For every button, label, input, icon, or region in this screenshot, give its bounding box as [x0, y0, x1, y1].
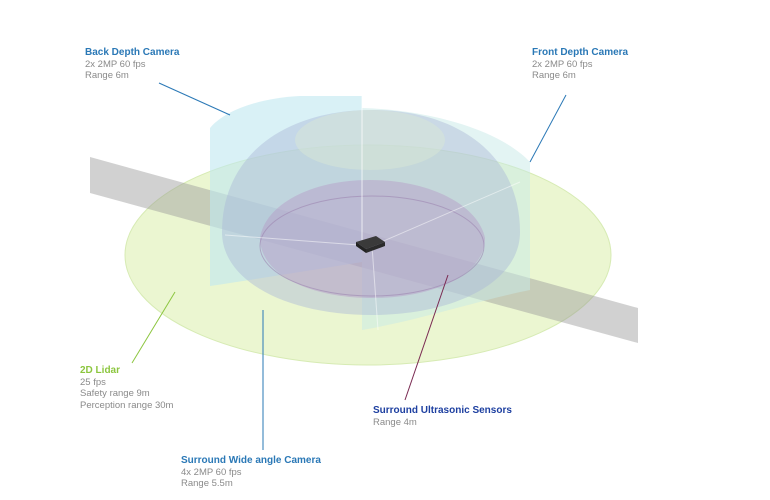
lidar-label: 2D Lidar 25 fps Safety range 9m Percepti…	[80, 365, 173, 411]
wide-angle-camera-title: Surround Wide angle Camera	[181, 455, 321, 466]
divider-plane-right	[371, 181, 521, 247]
ultrasonic-range: Range 4m	[373, 416, 417, 428]
robot-body-side	[356, 242, 366, 253]
dome-top-cap	[295, 110, 445, 170]
lidar-safety-range: Safety range 9m	[80, 388, 150, 399]
wide-angle-camera-label: Surround Wide angle Camera 4x 2MP 60 fps…	[181, 455, 321, 490]
ultrasonic-base-ring	[259, 195, 485, 297]
front-depth-camera-range: Range 6m	[532, 70, 576, 81]
back-depth-leader	[158, 82, 231, 116]
front-depth-leader	[529, 94, 567, 163]
wide-angle-camera-dome	[222, 110, 520, 315]
lidar-title: 2D Lidar	[80, 365, 121, 376]
wide-angle-camera-range: Range 5.5m	[181, 478, 233, 489]
lidar-leader	[131, 291, 176, 364]
back-depth-camera-spec: 2x 2MP 60 fps	[85, 58, 146, 70]
front-depth-camera-title: Front Depth Camera	[532, 47, 629, 58]
ultrasonic-title: Surround Ultrasonic Sensors	[373, 405, 512, 416]
wide-angle-camera-spec: 4x 2MP 60 fps	[181, 466, 242, 478]
front-depth-camera-label: Front Depth Camera 2x 2MP 60 fps Range 6…	[532, 47, 628, 82]
ultrasonic-label: Surround Ultrasonic Sensors Range 4m	[373, 405, 512, 428]
divider-plane-front	[371, 245, 379, 331]
divider-plane-left	[224, 234, 373, 247]
ultrasonic-leader	[404, 274, 449, 401]
robot-body-front	[366, 242, 385, 253]
robot-body	[356, 236, 385, 249]
back-depth-camera-title: Back Depth Camera	[85, 47, 180, 58]
front-depth-camera-spec: 2x 2MP 60 fps	[532, 58, 593, 70]
back-depth-camera-range: Range 6m	[85, 70, 129, 81]
back-depth-camera-label: Back Depth Camera 2x 2MP 60 fps Range 6m	[85, 47, 179, 82]
lidar-fps: 25 fps	[80, 376, 106, 388]
lidar-perception-range: Perception range 30m	[80, 399, 174, 411]
